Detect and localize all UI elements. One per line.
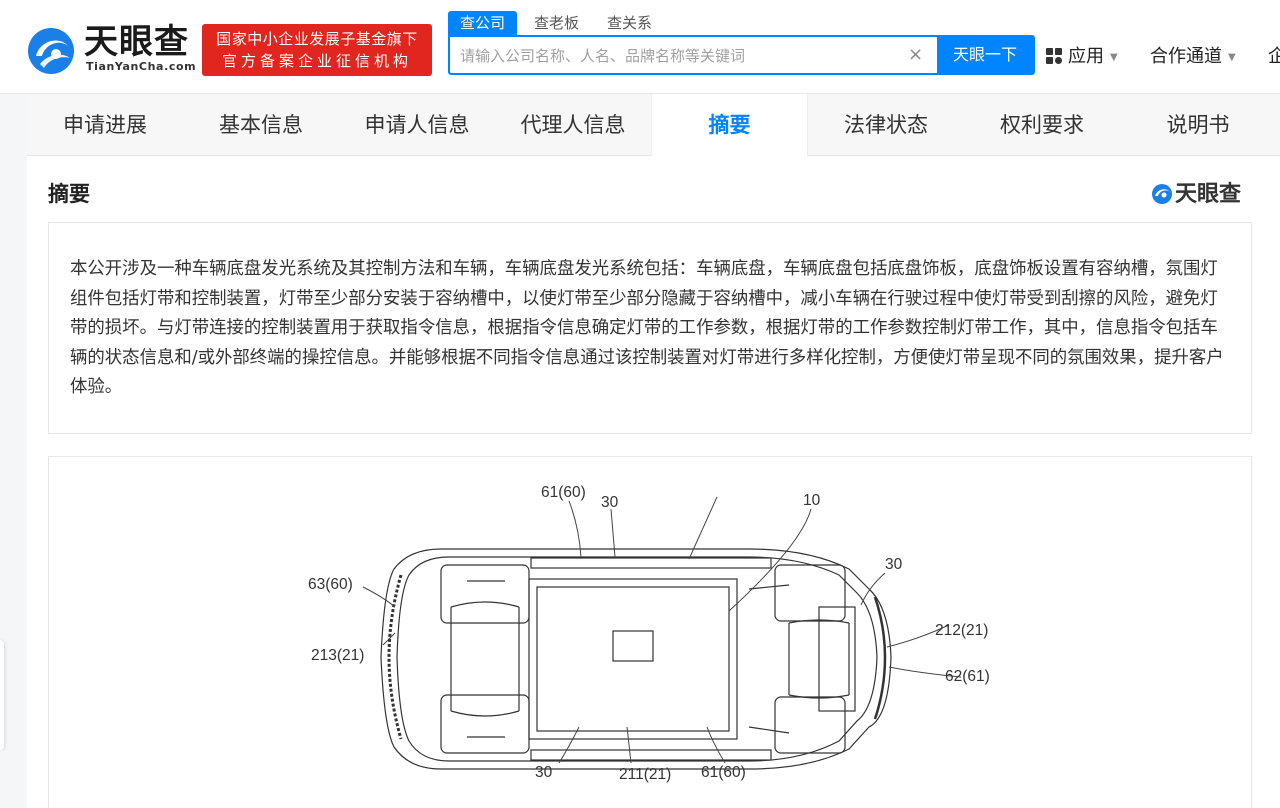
site-header: 天眼查 TianYanCha.com 国家中小企业发展子基金旗下 官方备案企业征… — [0, 0, 1280, 94]
tab-claims[interactable]: 权利要求 — [1000, 113, 1084, 137]
logo-domain: TianYanCha.com — [86, 60, 197, 73]
logo-text: 天眼查 — [84, 22, 189, 62]
main-content: 摘要 天眼查 本公开涉及一种车辆底盘发光系统及其控制方法和车辆，车辆底盘发光系统… — [27, 156, 1280, 808]
label-30-bottom: 30 — [535, 764, 553, 781]
chevron-down-icon: ▼ — [1110, 52, 1118, 63]
label-62-61: 62(61) — [945, 668, 990, 685]
tab-legal-status[interactable]: 法律状态 — [844, 113, 928, 137]
nav-app-menu[interactable]: 应用 ▼ — [1046, 42, 1118, 68]
fund-badge[interactable]: 国家中小企业发展子基金旗下 官方备案企业征信机构 — [202, 24, 432, 76]
side-float-widget[interactable] — [0, 640, 4, 750]
watermark-text: 天眼查 — [1175, 182, 1242, 207]
apps-grid-icon — [1046, 48, 1062, 64]
nav-enterprise-menu[interactable]: 企 — [1268, 46, 1280, 67]
label-10: 10 — [803, 492, 821, 509]
label-61-60-top: 61(60) — [541, 484, 586, 501]
label-211-21: 211(21) — [619, 766, 671, 783]
watermark-logo: 天眼查 — [1151, 176, 1241, 207]
search-input[interactable] — [460, 45, 900, 67]
chassis-drawing: 61(60) 30 10 30 63(60) 213(21) 212(21) 6… — [308, 484, 990, 783]
nav-coop-menu[interactable]: 合作通道 ▼ — [1150, 42, 1236, 68]
tab-description[interactable]: 说明书 — [1166, 113, 1230, 137]
clear-icon[interactable]: × — [908, 44, 924, 65]
tianyancha-eye-icon — [28, 28, 74, 74]
search-tab-company[interactable]: 查公司 — [448, 11, 518, 35]
label-63-60: 63(60) — [308, 576, 353, 593]
label-30-right: 30 — [885, 556, 903, 573]
badge-line-2: 官方备案企业征信机构 — [221, 52, 412, 70]
search-tab-relation[interactable]: 查关系 — [607, 14, 653, 32]
section-title: 摘要 — [48, 182, 90, 206]
tianyancha-eye-icon — [1152, 184, 1172, 204]
tab-applicant-info[interactable]: 申请人信息 — [364, 113, 470, 137]
label-213-21: 213(21) — [311, 647, 364, 664]
search-tab-boss[interactable]: 查老板 — [534, 14, 580, 32]
patent-figure-panel: 61(60) 30 10 30 63(60) 213(21) 212(21) 6… — [48, 456, 1252, 808]
tab-basic-info[interactable]: 基本信息 — [219, 113, 303, 137]
badge-line-1: 国家中小企业发展子基金旗下 — [216, 30, 418, 48]
label-212-21: 212(21) — [935, 622, 988, 639]
chevron-down-icon: ▼ — [1228, 52, 1236, 63]
tianyancha-logo[interactable]: 天眼查 TianYanCha.com — [26, 24, 196, 76]
nav-coop-label: 合作通道 — [1150, 46, 1222, 67]
abstract-text: 本公开涉及一种车辆底盘发光系统及其控制方法和车辆，车辆底盘发光系统包括：车辆底盘… — [70, 259, 1224, 397]
tab-agent-info[interactable]: 代理人信息 — [520, 113, 626, 137]
search-box: × 天眼一下 — [448, 35, 1035, 75]
label-30-top: 30 — [601, 494, 619, 511]
nav-app-label: 应用 — [1068, 46, 1104, 67]
label-61-60-bottom: 61(60) — [701, 764, 746, 781]
abstract-panel: 本公开涉及一种车辆底盘发光系统及其控制方法和车辆，车辆底盘发光系统包括：车辆底盘… — [48, 222, 1252, 434]
patent-tab-nav: 申请进展 基本信息 申请人信息 代理人信息 摘要 法律状态 权利要求 说明书 — [27, 94, 1280, 156]
tab-application-progress[interactable]: 申请进展 — [63, 113, 147, 137]
tab-abstract[interactable]: 摘要 — [651, 94, 808, 156]
search-button[interactable]: 天眼一下 — [937, 37, 1033, 73]
